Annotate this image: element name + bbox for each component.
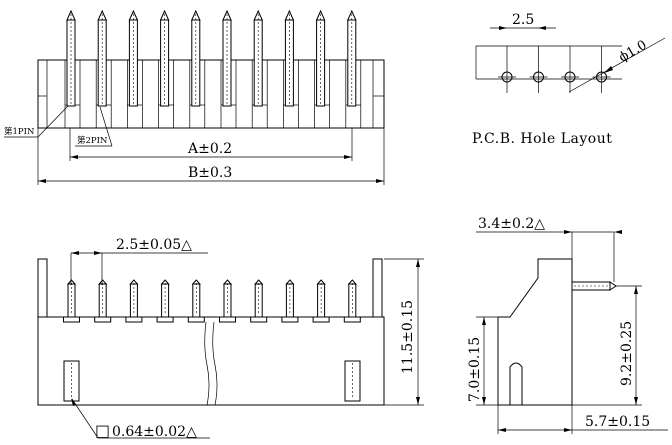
pin2-label: 第2PIN: [77, 135, 108, 146]
pcb-dia-label: ϕ1.0: [617, 38, 650, 66]
side-pin-label: 9.2±0.25: [619, 321, 635, 386]
front-window-left: [63, 360, 80, 402]
front-right-post: [372, 258, 383, 318]
front-pitch-label: 2.5±0.05△: [116, 237, 192, 253]
front-pin-seat: [156, 316, 174, 323]
pcb-dia-leader: [568, 37, 666, 93]
side-top-label: 3.4±0.2△: [478, 216, 545, 232]
pcb-pitch-arrow-left: [499, 26, 507, 30]
front-pin-seat: [63, 316, 80, 323]
front-body: [37, 316, 385, 406]
dim-a-arrow-left: [70, 155, 78, 159]
pcb-hole-layout: 2.5 ϕ1.0 P.C.B. Hole Layout: [472, 12, 666, 147]
pin-size-label: 0.64±0.02△: [112, 424, 197, 440]
pcb-pitch-arrow-right: [538, 26, 546, 30]
pin-size-arrow: [71, 398, 76, 406]
pin1-leader-diag: [37, 105, 69, 138]
side-pin-tip: [609, 281, 617, 291]
front-pitch-arrow-right: [94, 251, 102, 255]
front-pitch-arrow-left: [71, 251, 79, 255]
front-pin-seat: [94, 316, 112, 323]
front-pin-seat: [343, 316, 361, 323]
top-body-outline: [37, 59, 385, 129]
pcb-title: P.C.B. Hole Layout: [472, 131, 612, 147]
pin1-label: 第1PIN: [4, 126, 35, 137]
front-height-arrow-top: [416, 259, 420, 267]
front-left-post: [37, 258, 48, 318]
front-pin-seat: [312, 316, 330, 323]
front-pin-seat: [281, 316, 299, 323]
pin2-leader-diag: [99, 106, 113, 147]
front-break-line-2: [212, 321, 218, 406]
pcb-hole: [501, 71, 513, 83]
side-base-label: 5.7±0.15: [585, 414, 650, 430]
side-top-arrow-right: [614, 230, 622, 234]
pcb-dia-arrow: [604, 66, 613, 73]
side-slot: [509, 362, 523, 405]
front-view: 2.5±0.05△ 11.5±0.15 □ 0.64±0.02△: [37, 237, 424, 440]
front-pin-group: [63, 279, 361, 323]
pin-size-symbol: □: [95, 421, 110, 440]
side-body-arrow-bottom: [482, 397, 486, 405]
pcb-hole: [564, 71, 576, 83]
pcb-pitch-label: 2.5: [512, 12, 534, 28]
dim-b-label: B±0.3: [188, 165, 232, 181]
side-top-arrow-left: [564, 230, 572, 234]
side-base-arrow-right: [564, 428, 572, 432]
front-pin-seat: [187, 316, 205, 323]
front-window-right: [344, 360, 361, 402]
front-pin-seat: [125, 316, 143, 323]
top-pin-group: [64, 9, 362, 128]
front-pin-seat: [219, 316, 236, 323]
pcb-hole: [596, 71, 607, 83]
dim-a-label: A±0.2: [187, 141, 232, 157]
front-height-arrow-bottom: [416, 397, 420, 405]
side-body-label: 7.0±0.15: [467, 337, 483, 402]
front-height-label: 11.5±0.15: [400, 300, 416, 374]
front-break-line-1: [204, 321, 210, 406]
pin-size-leader: [71, 398, 99, 439]
dim-b-arrow-left: [38, 179, 46, 183]
side-body-arrow-top: [482, 317, 486, 325]
front-pin-seat: [250, 316, 268, 323]
side-view: 3.4±0.2△ 7.0±0.15 9.2±0.25 5.7±0.15: [467, 216, 668, 434]
pcb-hole-group: [498, 46, 611, 93]
side-pin-arrow-bottom: [634, 397, 638, 405]
dim-b-arrow-right: [376, 179, 384, 183]
side-pin-arrow-top: [634, 286, 638, 294]
top-view: 第1PIN 第2PIN A±0.2 B±0.3: [4, 9, 385, 185]
dim-a-arrow-right: [344, 155, 352, 159]
side-base-arrow-left: [498, 428, 506, 432]
pcb-hole: [533, 71, 544, 83]
side-body-outline: [497, 258, 573, 406]
